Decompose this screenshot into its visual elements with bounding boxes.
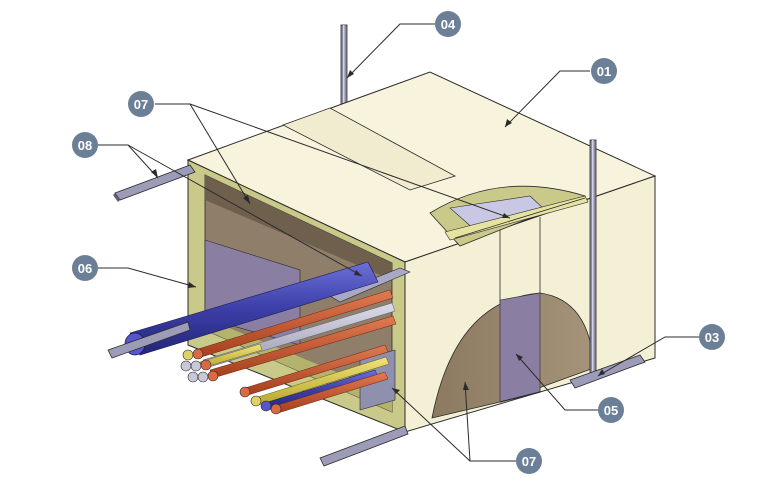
arrow-heads	[151, 70, 605, 394]
support-rail-08-top	[113, 164, 196, 202]
callout-03: 03	[699, 324, 725, 350]
svg-text:01: 01	[597, 64, 611, 79]
svg-text:07: 07	[134, 97, 148, 112]
svg-text:03: 03	[705, 330, 719, 345]
svg-text:06: 06	[78, 261, 92, 276]
callout-07-top: 07	[128, 91, 154, 117]
hanger-rod-03	[569, 139, 646, 389]
callout-06: 06	[72, 255, 98, 281]
callout-05: 05	[598, 397, 624, 423]
right-face-arch-cutout	[431, 292, 595, 419]
leader-lines	[87, 23, 700, 462]
callout-08: 08	[72, 132, 98, 158]
svg-text:07: 07	[522, 454, 536, 469]
svg-text:04: 04	[441, 17, 456, 32]
callout-01: 01	[591, 58, 617, 84]
support-rail-bottom	[319, 425, 409, 467]
svg-text:08: 08	[78, 138, 92, 153]
svg-text:05: 05	[604, 403, 618, 418]
support-rail-left	[107, 321, 191, 359]
cables	[124, 261, 397, 415]
hanger-rod-04	[340, 24, 348, 106]
callout-04: 04	[435, 11, 461, 37]
callout-07-bottom: 07	[516, 448, 542, 474]
